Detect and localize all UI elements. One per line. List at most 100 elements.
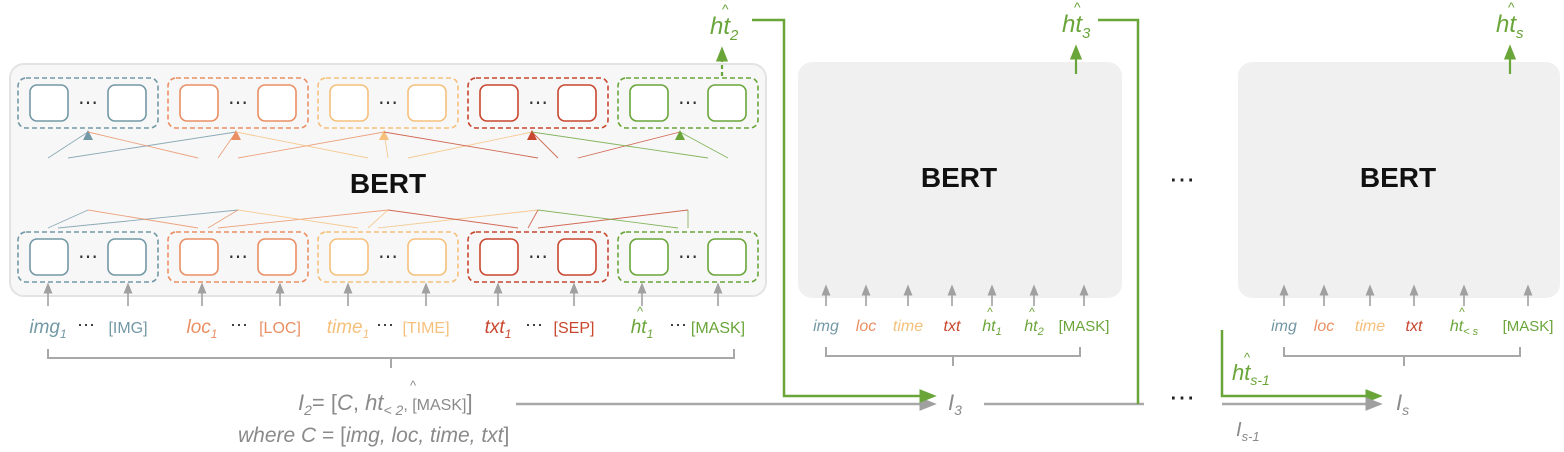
group-ellipsis: ⋯ [228,246,248,268]
group-ellipsis: ⋯ [378,246,398,268]
attention-line [207,209,239,229]
token-group-txt-top: ⋯ [467,77,609,129]
group-ellipsis: ⋯ [228,92,248,114]
token-cell [179,238,219,276]
attention-line [57,209,239,229]
svg-text:^: ^ [722,1,729,17]
svg-text:[MASK]: [MASK] [691,320,745,337]
svg-text:ht1: ht1 [982,318,1001,338]
attention-line [217,209,389,229]
attention-arrowhead [379,130,389,140]
input-token-txt: txt [944,318,961,335]
svg-text:loc1: loc1 [187,317,218,341]
token-cell [629,84,669,122]
token-group-green-bottom: ⋯ [617,231,759,283]
token-group-img-bottom: ⋯ [17,231,159,283]
svg-text:ht< s: ht< s [1450,318,1479,338]
where-line: where C = [img, loc, time, txt] [238,424,509,447]
svg-text:hts: hts [1496,11,1524,42]
group-frame [617,231,759,283]
svg-text:^: ^ [1074,0,1081,15]
svg-text:time: time [1355,318,1385,335]
middle-ellipsis-top: ⋯ [1169,164,1195,194]
attention-line [527,209,539,229]
token-cell [329,238,369,276]
attention-line [577,131,681,159]
attention-arrowhead [527,130,537,140]
input-token-img: [IMG] [108,320,147,337]
group-frame [617,77,759,129]
input-token-green: [MASK] [1059,318,1110,335]
token-cell [179,84,219,122]
stage3-bert-panel [1238,62,1560,298]
input-token-loc: loc [1314,318,1334,335]
svg-text:txt1: txt1 [485,317,512,341]
token-cell [257,84,297,122]
attention-line [383,131,539,159]
ht-s-1-feedback-arrow [1220,330,1383,403]
attention-line [87,209,199,229]
input-ellipsis: ⋯ [230,315,248,335]
group-frame [467,77,609,129]
stage1-bert-label: BERT [350,168,426,199]
stage3-bert-label: BERT [1360,162,1436,193]
group-ellipsis: ⋯ [78,246,98,268]
stage1-input-formula: I2= [C, ht< 2, [MASK]] ^ [298,378,473,418]
svg-text:Is: Is [1396,390,1409,418]
svg-text:ht3: ht3 [1062,11,1091,42]
group-frame [317,231,459,283]
svg-text:^: ^ [1244,350,1251,365]
svg-text:Is-1: Is-1 [1236,419,1260,444]
stage1-input-tokens: img1[IMG]⋯loc1[LOC]⋯time1[TIME]⋯txt1[SEP… [29,282,745,341]
token-cell [257,238,297,276]
svg-text:I2= [C, ht< 2, [MASK]]: I2= [C, ht< 2, [MASK]] [298,390,473,418]
svg-text:ht2: ht2 [710,13,739,44]
input-token-loc: loc1 [187,317,218,341]
group-ellipsis: ⋯ [378,92,398,114]
token-cell [479,238,519,276]
svg-text:^: ^ [987,305,993,319]
input-token-green: ht1^ [631,304,654,341]
attention-arrowhead [675,130,685,140]
svg-text:[LOC]: [LOC] [259,320,301,337]
group-ellipsis: ⋯ [678,92,698,114]
ht3-feedback-arrow [1098,18,1140,404]
input-ellipsis: ⋯ [376,315,394,335]
svg-text:img: img [813,318,839,335]
group-ellipsis: ⋯ [528,92,548,114]
svg-text:^: ^ [1029,305,1035,319]
svg-text:time: time [893,318,923,335]
attention-line [235,131,369,159]
svg-text:img: img [1271,318,1297,335]
input-token-green: ht1^ [982,305,1001,338]
attention-arrowhead [231,130,241,140]
token-group-txt-bottom: ⋯ [467,231,609,283]
attention-line [47,209,89,229]
attention-lines [47,130,729,229]
attention-line [367,209,389,229]
svg-text:^: ^ [1508,0,1515,15]
input-token-time: time [1355,318,1385,335]
attention-line [377,209,539,229]
svg-text:loc: loc [1314,318,1334,335]
prev-input-label: Is-1 [1236,419,1260,444]
input-token-green: [MASK] [691,320,745,337]
input-ellipsis: ⋯ [669,315,687,335]
input-token-img: img [813,318,839,335]
input-token-img: img [1271,318,1297,335]
stage1-bert-panel [9,63,767,297]
prev-output-label: hts-1 ^ [1232,350,1270,388]
group-frame [17,77,159,129]
middle-ellipsis-bottom: ⋯ [1169,382,1195,412]
token-cell [29,238,69,276]
input-token-green: ht2^ [1024,305,1043,338]
stage2-bert-panel [798,62,1122,298]
svg-text:[SEP]: [SEP] [554,320,595,337]
attention-line [537,209,689,229]
attention-line [47,131,89,159]
token-group-loc-bottom: ⋯ [167,231,309,283]
svg-text:ht2: ht2 [1024,318,1043,338]
token-group-img-top: ⋯ [17,77,159,129]
svg-text:^: ^ [637,304,644,319]
